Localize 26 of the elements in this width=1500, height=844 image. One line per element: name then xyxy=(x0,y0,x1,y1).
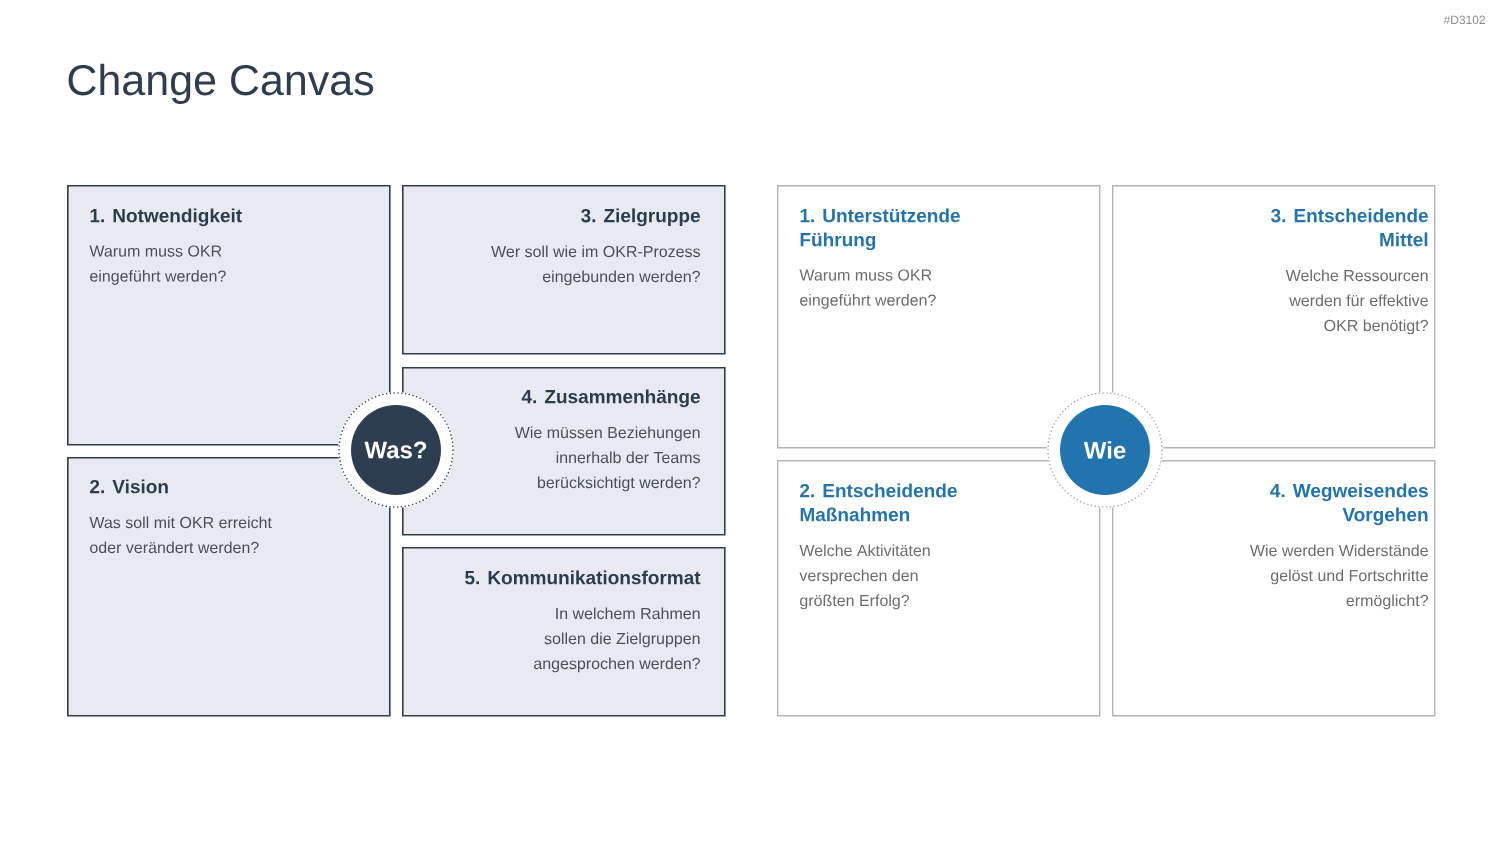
question-text: Welche Aktivitäten versprechen den größten Erfolg? xyxy=(799,544,930,610)
canvas-box xyxy=(777,460,1101,717)
question-text: In welchem Rahmen sollen die Zielgruppen angesprochen werden? xyxy=(534,607,700,673)
box-heading: 3. Zielgruppe xyxy=(581,208,700,227)
box-heading: 2. Entscheidende Maßnahmen xyxy=(800,483,957,522)
box-heading: 1. Notwendigkeit xyxy=(90,208,242,227)
question-text: Wer soll wie im OKR-Prozess eingebunden werden? xyxy=(491,245,700,286)
question-text: Wie werden Widerstände gelöst und Fortschritte ermöglicht? xyxy=(1249,544,1428,610)
question-text: Was soll mit OKR erreicht oder verändert werden? xyxy=(89,516,272,554)
canvas-box xyxy=(1112,460,1436,717)
canvas-box xyxy=(67,457,391,717)
box-heading: 1. Unterstützende Führung xyxy=(800,208,960,251)
question-text: Wie müssen Beziehungen innerhalb der Teams berücksichtigt werden? xyxy=(514,426,700,492)
box-heading: 2. Vision xyxy=(90,479,168,494)
box-heading: 4. Zusammenhänge xyxy=(521,389,700,408)
canvas-box xyxy=(402,185,726,355)
box-heading: 4. Wegweisendes Vorgehen xyxy=(1270,483,1428,526)
title: Change Canvas xyxy=(68,63,374,104)
slide-code: #D3102 xyxy=(1443,15,1485,25)
node-label: Wie xyxy=(1083,441,1126,459)
canvas-box xyxy=(402,547,726,717)
box-heading: 5. Kommunikationsformat xyxy=(465,570,701,585)
box-heading: 3. Entscheidende Mittel xyxy=(1271,208,1428,247)
question-text: Warum muss OKR eingeführt werden? xyxy=(799,269,936,309)
question-text: Warum muss OKR eingeführt werden? xyxy=(89,245,226,285)
question-text: Welche Ressourcen werden für effektive OKR benötigt? xyxy=(1285,269,1428,335)
